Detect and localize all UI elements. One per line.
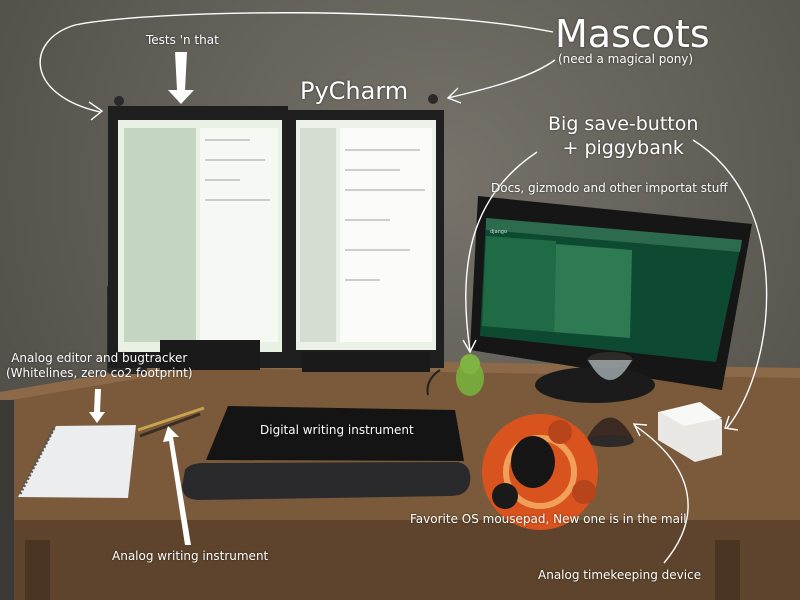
- big-save-line-1: Big save-button: [548, 113, 699, 135]
- mouse: [511, 436, 555, 488]
- arrow-hourglass: [633, 424, 689, 564]
- annotation-arrows: [39, 12, 768, 564]
- ubuntu-logo-dot-3: [572, 480, 596, 504]
- editor-code-pane: [200, 128, 278, 342]
- hourglass-base: [586, 435, 634, 447]
- editor-file-tree: [124, 128, 196, 342]
- desk-leg-left: [25, 540, 50, 600]
- mascots-annotation: Mascots: [555, 12, 710, 56]
- mousepad-annotation: Favorite OS mousepad, New one is in the …: [410, 512, 687, 526]
- hourglass-upper-glass: [588, 360, 632, 380]
- arrow-notebook: [89, 389, 105, 423]
- cabinet-left: [0, 400, 14, 600]
- arrow-save-button: [692, 139, 768, 429]
- wrist-rest: [182, 462, 471, 500]
- arrow-mascots-left: [39, 12, 554, 113]
- code-lines: [205, 139, 425, 281]
- ubuntu-logo-dot-2: [548, 420, 572, 444]
- arrowhead-android: [462, 339, 477, 354]
- analog-editor-line-2: (Whitelines, zero co2 footprint): [6, 366, 193, 380]
- arrowhead-mascots-right: [446, 87, 462, 104]
- pycharm-annotation: PyCharm: [300, 77, 409, 105]
- keyboard: [206, 406, 464, 461]
- docs-sidebar: [482, 236, 556, 332]
- django-brand: django: [490, 229, 508, 235]
- notebook-binding: [18, 427, 56, 495]
- pycharm-project-pane: [300, 128, 336, 342]
- analog-editor-line-1: Analog editor and bugtracker: [11, 351, 188, 365]
- big-save-line-2: + piggybank: [562, 137, 684, 159]
- save-button-top: [660, 402, 722, 426]
- pycharm-code-pane: [340, 128, 432, 342]
- arrowhead-mascots-left: [88, 101, 104, 121]
- pen-dark: [139, 412, 201, 438]
- hourglass-sand: [586, 417, 634, 440]
- pen-gold: [137, 406, 205, 432]
- big-save-annotation: Big save-button + piggybank: [548, 112, 698, 160]
- monitor-left-stand: [160, 340, 260, 370]
- arrow-android: [465, 151, 538, 351]
- monitor-center-stand: [302, 352, 430, 372]
- tests-annotation: Tests 'n that: [146, 33, 219, 47]
- analog-writing-annotation: Analog writing instrument: [112, 549, 269, 563]
- arrow-mascots-right: [447, 59, 556, 99]
- mascot-figure-left: [114, 96, 124, 106]
- ubuntu-logo-dot-1: [492, 483, 518, 509]
- desk-leg-right: [715, 540, 740, 600]
- arrow-tests: [168, 52, 194, 104]
- arrowhead-save-button: [724, 415, 739, 431]
- mascots-subtitle: (need a magical pony): [558, 52, 694, 66]
- timekeeping-annotation: Analog timekeeping device: [538, 568, 702, 582]
- docs-content: [554, 244, 632, 338]
- docs-annotation: Docs, gizmodo and other importat stuff: [491, 181, 728, 195]
- browser-header-bar: [486, 218, 742, 252]
- digital-writing-annotation: Digital writing instrument: [260, 423, 414, 437]
- arrow-pen: [163, 426, 191, 545]
- monitor-right-stand: [535, 367, 655, 403]
- cable: [426, 369, 441, 396]
- analog-editor-annotation: Analog editor and bugtracker (Whitelines…: [6, 351, 193, 381]
- android-head: [460, 354, 480, 374]
- mascot-figure-right: [428, 94, 438, 104]
- arrowhead-hourglass: [632, 423, 648, 437]
